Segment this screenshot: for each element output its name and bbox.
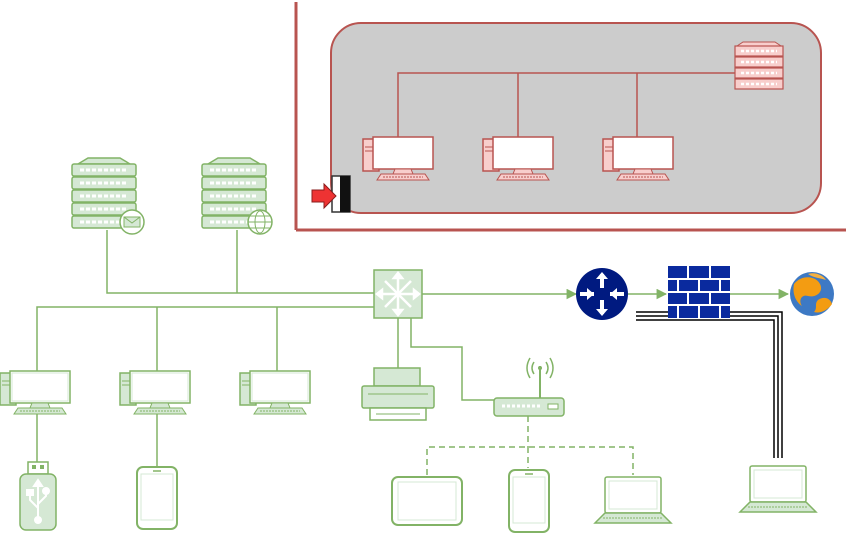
pc-icon[interactable] bbox=[0, 370, 71, 415]
lan-links bbox=[36, 230, 790, 466]
wireless-access-point-icon[interactable] bbox=[493, 357, 565, 417]
usb-drive-icon[interactable] bbox=[19, 461, 57, 531]
dmz-segment-box bbox=[330, 22, 822, 214]
dmz-zone bbox=[294, 2, 846, 232]
laptop-icon[interactable] bbox=[739, 465, 817, 513]
router-icon[interactable] bbox=[576, 268, 628, 320]
entry-door-icon bbox=[311, 175, 351, 213]
wireless-links bbox=[426, 416, 634, 475]
pc-icon[interactable] bbox=[119, 370, 191, 415]
printer-icon[interactable] bbox=[361, 367, 435, 421]
laptop-icon[interactable] bbox=[594, 476, 672, 524]
vpn-link bbox=[636, 311, 787, 458]
smartphone-icon[interactable] bbox=[136, 466, 178, 530]
dmz-server-icon[interactable] bbox=[734, 41, 784, 90]
pc-icon[interactable] bbox=[239, 370, 311, 415]
web-server-icon[interactable] bbox=[200, 157, 273, 235]
smartphone-icon[interactable] bbox=[508, 469, 550, 533]
dmz-bus-lines bbox=[397, 72, 735, 138]
layer3-switch-icon[interactable] bbox=[373, 269, 423, 319]
tablet-icon[interactable] bbox=[391, 476, 463, 526]
firewall-icon[interactable] bbox=[668, 266, 730, 318]
mail-server-icon[interactable] bbox=[70, 157, 145, 235]
globe-icon[interactable] bbox=[790, 272, 834, 316]
